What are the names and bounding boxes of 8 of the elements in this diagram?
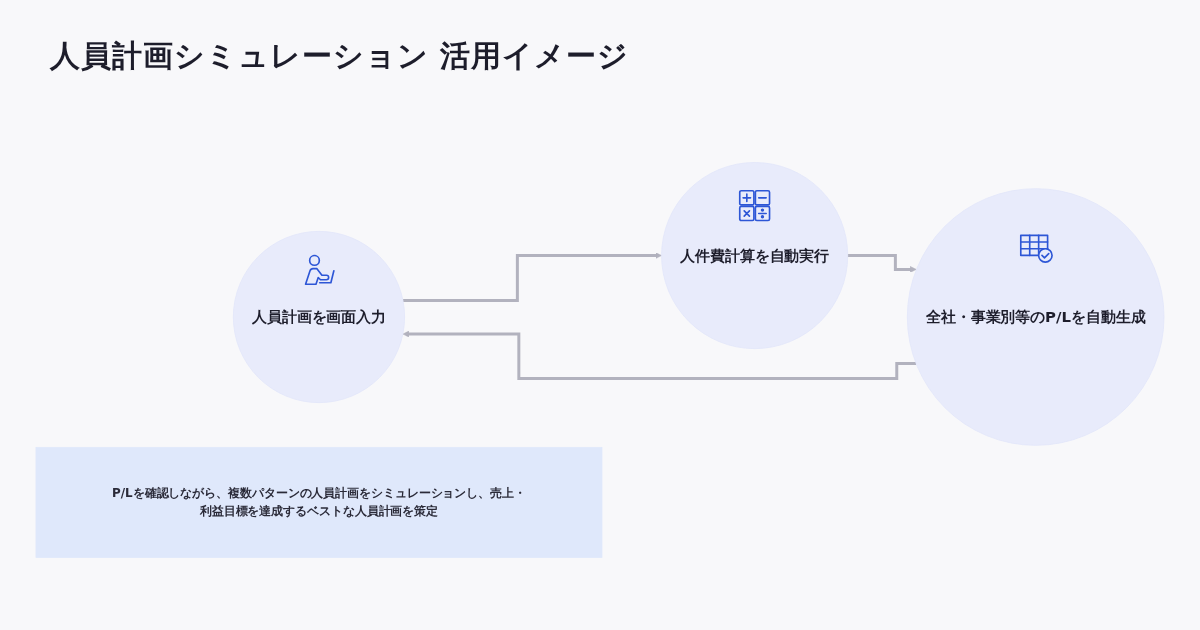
- arrow: [402, 330, 917, 380]
- arrow: [847, 254, 917, 273]
- diagram-title: 人員計画シミュレーション 活用イメージ: [50, 37, 630, 75]
- node-circle: 人員計画を画面入力: [232, 230, 405, 403]
- node-box: P/Lを確認しながら、複数パターンの人員計画をシミュレーションし、売上・利益目標を達成するベストな人員計画を策定: [35, 446, 603, 558]
- node-circle: 人件費計算を自動実行: [661, 162, 849, 349]
- node-circle: 全社・事業別等のP/Lを自動生成: [906, 188, 1165, 446]
- arrow: [403, 252, 662, 302]
